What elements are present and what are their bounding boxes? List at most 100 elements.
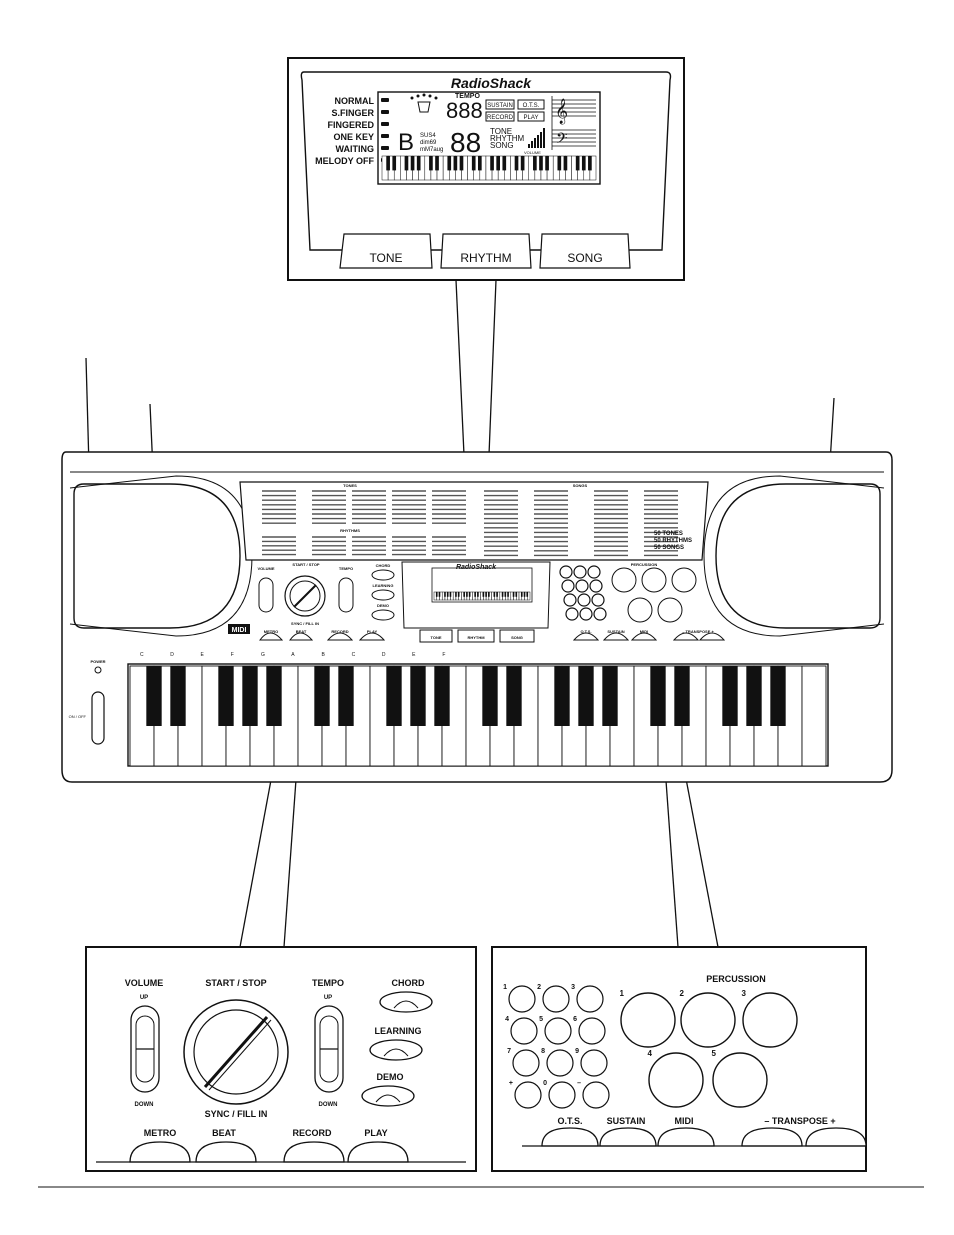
keypad-key-12[interactable]: [582, 1081, 610, 1109]
power-switch[interactable]: [91, 691, 105, 745]
keypad-key-10[interactable]: [565, 607, 579, 621]
inset-record-button[interactable]: [283, 1141, 345, 1163]
tone-button[interactable]: [339, 233, 433, 269]
black-key[interactable]: [482, 666, 498, 726]
keypad-key-5[interactable]: [575, 579, 589, 593]
inset-transpose-up-button[interactable]: [805, 1127, 867, 1147]
inset-midi-button[interactable]: [657, 1127, 715, 1147]
panel-transpose-up-button[interactable]: [698, 632, 726, 641]
black-key[interactable]: [410, 666, 426, 726]
keypad-key-11[interactable]: [548, 1081, 576, 1109]
panel-percussion-pad-3[interactable]: [671, 567, 697, 593]
inset-metro-button[interactable]: [129, 1141, 191, 1163]
inset-beat-button[interactable]: [195, 1141, 257, 1163]
panel-percussion-pad-2[interactable]: [641, 567, 667, 593]
panel-tone-button[interactable]: [419, 629, 453, 643]
panel-volume-rocker[interactable]: [258, 577, 274, 613]
black-key[interactable]: [266, 666, 282, 726]
keypad-key-3[interactable]: [587, 565, 601, 579]
keypad-key-9[interactable]: [580, 1049, 608, 1077]
panel-metro-button[interactable]: [259, 632, 284, 641]
black-key[interactable]: [242, 666, 258, 726]
keypad-key-7[interactable]: [563, 593, 577, 607]
inset-percussion-pad-5[interactable]: [712, 1052, 768, 1108]
note-letter: D: [382, 652, 386, 658]
treble-clef-icon: 𝄞: [555, 98, 568, 124]
inset-percussion-pad-4[interactable]: [648, 1052, 704, 1108]
panel-play-button[interactable]: [358, 632, 386, 641]
panel-percussion-pad-4[interactable]: [627, 597, 653, 623]
white-key[interactable]: [801, 665, 827, 767]
display-inset: RadioShack NORMAL S.FINGER FINGERED ONE …: [287, 57, 685, 281]
black-key[interactable]: [170, 666, 186, 726]
panel-midi-button[interactable]: [630, 632, 658, 641]
black-key[interactable]: [674, 666, 690, 726]
black-key[interactable]: [746, 666, 762, 726]
inset-ots-button[interactable]: [541, 1127, 599, 1147]
panel-song-button[interactable]: [499, 629, 535, 643]
black-key[interactable]: [602, 666, 618, 726]
keypad-key-2[interactable]: [542, 985, 570, 1013]
keypad-key-9[interactable]: [591, 593, 605, 607]
keypad-key-1[interactable]: [559, 565, 573, 579]
panel-chord-button[interactable]: [371, 569, 395, 581]
lcd-black-key: [471, 156, 476, 171]
lcd-black-key: [438, 592, 441, 597]
keypad-key-12[interactable]: [593, 607, 607, 621]
number-digits: 88: [450, 127, 481, 158]
song-button[interactable]: [539, 233, 631, 269]
panel-sustain-button[interactable]: [602, 632, 630, 641]
panel-record-button[interactable]: [326, 632, 354, 641]
rhythm-button[interactable]: [440, 233, 532, 269]
black-key[interactable]: [770, 666, 786, 726]
mode-label-melody-off: MELODY OFF: [315, 156, 374, 166]
inset-transpose-down-button[interactable]: [741, 1127, 803, 1147]
black-key[interactable]: [506, 666, 522, 726]
black-key[interactable]: [578, 666, 594, 726]
inset-learning-button[interactable]: [369, 1039, 423, 1061]
keypad-key-8[interactable]: [577, 593, 591, 607]
keypad-key-6[interactable]: [589, 579, 603, 593]
black-key[interactable]: [650, 666, 666, 726]
keypad-key-3[interactable]: [576, 985, 604, 1013]
panel-play-label: PLAY: [367, 629, 378, 634]
power-led: [94, 666, 102, 674]
lcd-black-key: [477, 156, 482, 171]
tones-summary-3: 50 SONGS: [654, 545, 684, 551]
black-key[interactable]: [386, 666, 402, 726]
black-key[interactable]: [338, 666, 354, 726]
panel-learning-button[interactable]: [371, 589, 395, 601]
keypad-key-4[interactable]: [561, 579, 575, 593]
panel-transpose-down-button[interactable]: [672, 632, 700, 641]
inset-sustain-button[interactable]: [599, 1127, 657, 1147]
panel-tempo-rocker[interactable]: [338, 577, 354, 613]
keypad-key-1[interactable]: [508, 985, 536, 1013]
inset-chord-button[interactable]: [379, 991, 433, 1013]
inset-play-button[interactable]: [347, 1141, 409, 1163]
black-key[interactable]: [554, 666, 570, 726]
panel-rhythm-button[interactable]: [457, 629, 495, 643]
panel-percussion-pad-5[interactable]: [657, 597, 683, 623]
keypad-key-5[interactable]: [544, 1017, 572, 1045]
panel-percussion-pad-1[interactable]: [611, 567, 637, 593]
keypad-key-7[interactable]: [512, 1049, 540, 1077]
black-key[interactable]: [314, 666, 330, 726]
panel-ots-button[interactable]: [572, 632, 600, 641]
panel-demo-button[interactable]: [371, 609, 395, 621]
keypad-key-6[interactable]: [578, 1017, 606, 1045]
keypad-key-4[interactable]: [510, 1017, 538, 1045]
inset-percussion-pad-3[interactable]: [742, 992, 798, 1048]
keypad-key-2[interactable]: [573, 565, 587, 579]
black-key[interactable]: [722, 666, 738, 726]
inset-demo-button[interactable]: [361, 1085, 415, 1107]
inset-percussion-pad-2[interactable]: [680, 992, 736, 1048]
keypad-key-8[interactable]: [546, 1049, 574, 1077]
inset-percussion-pad-1[interactable]: [620, 992, 676, 1048]
keypad-key-11[interactable]: [579, 607, 593, 621]
keypad-key-10[interactable]: [514, 1081, 542, 1109]
black-key[interactable]: [218, 666, 234, 726]
black-key[interactable]: [434, 666, 450, 726]
keypad-key-label: 3: [571, 984, 575, 991]
panel-beat-button[interactable]: [289, 632, 314, 641]
black-key[interactable]: [146, 666, 162, 726]
